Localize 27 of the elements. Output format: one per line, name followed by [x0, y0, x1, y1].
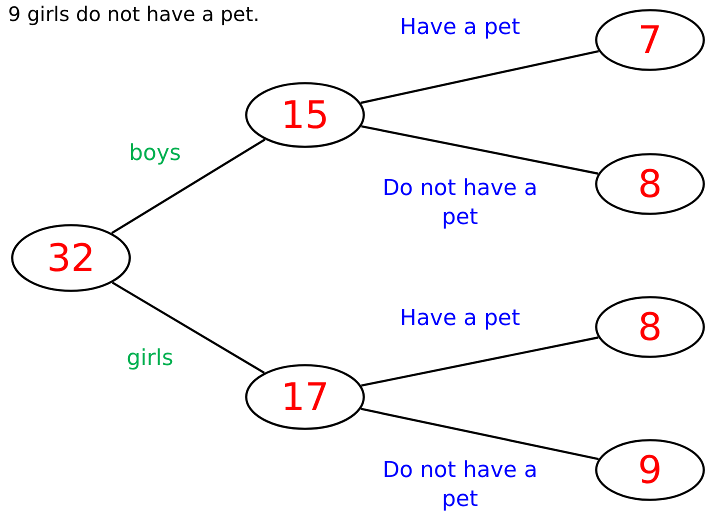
number-ellipse — [245, 364, 365, 430]
branch-line — [360, 50, 599, 104]
count-number: 32 — [46, 239, 96, 277]
number-ellipse — [11, 224, 131, 292]
edge-label: boys — [128, 140, 182, 168]
branch-line — [112, 282, 265, 374]
count-number: 7 — [638, 21, 662, 59]
count-number: 8 — [638, 165, 662, 203]
number-ellipse — [595, 439, 705, 501]
number-ellipse — [595, 296, 705, 358]
edge-label: girls — [126, 345, 174, 373]
edge-label: Do not have a pet — [382, 175, 538, 232]
edge-label: Do not have a pet — [382, 457, 538, 514]
branch-line — [361, 125, 598, 175]
number-ellipse — [595, 153, 705, 215]
edge-label: Have a pet — [398, 305, 522, 333]
number-ellipse — [245, 82, 365, 148]
branch-line — [361, 336, 598, 387]
edge-label: Have a pet — [398, 14, 522, 42]
branch-line — [360, 408, 599, 460]
count-number: 17 — [280, 378, 330, 416]
number-ellipse — [595, 9, 705, 71]
count-number: 9 — [638, 451, 662, 489]
count-number: 8 — [638, 308, 662, 346]
note-text: 9 girls do not have a pet. — [8, 2, 260, 26]
branch-line — [111, 138, 266, 234]
count-number: 15 — [280, 96, 330, 134]
